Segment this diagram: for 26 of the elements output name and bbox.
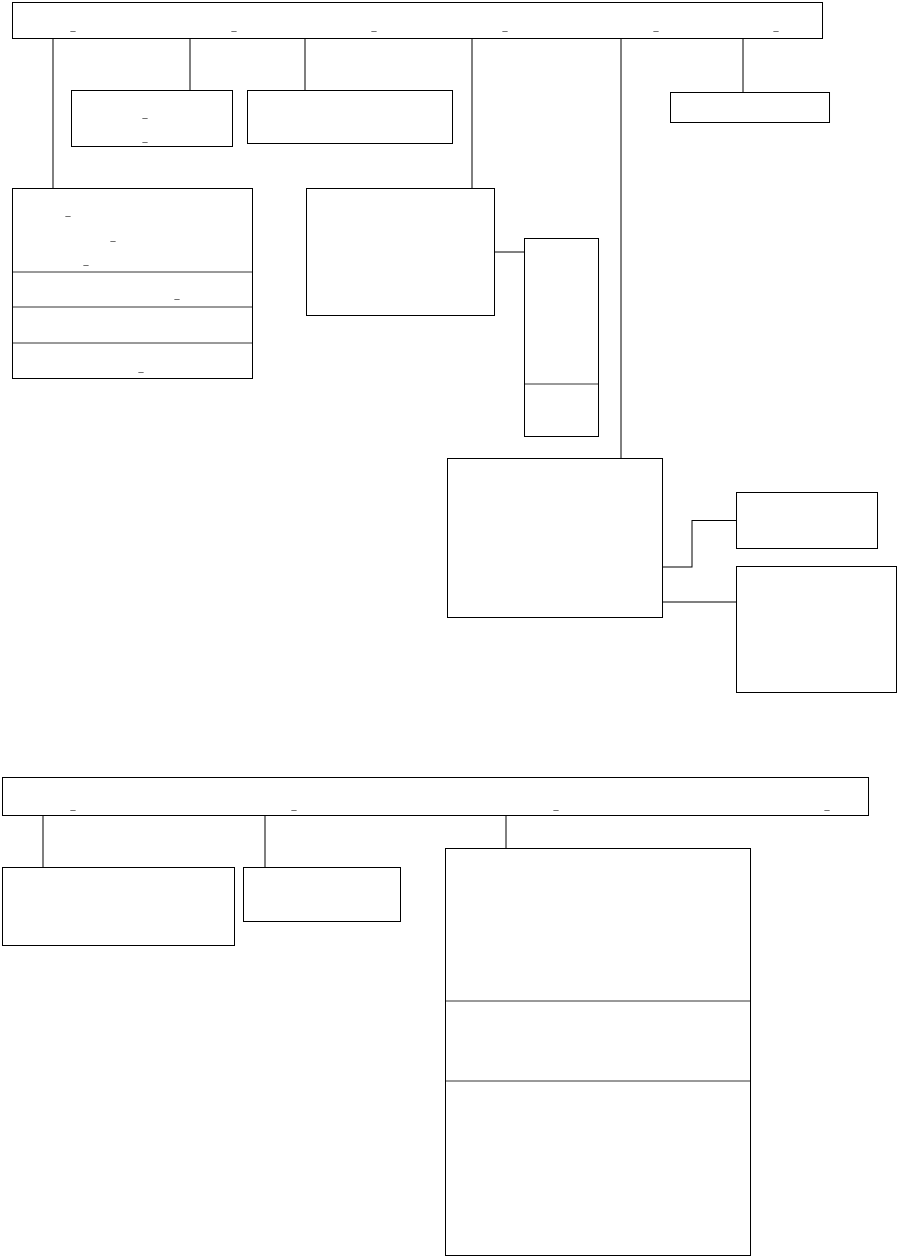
connector-line [52, 38, 54, 189]
connector-line [264, 815, 266, 868]
compartment-box [523, 238, 599, 437]
connector-line [304, 38, 306, 91]
connector-line [42, 815, 44, 868]
box [447, 458, 663, 618]
connector-line [189, 38, 191, 91]
connector-line [620, 38, 622, 459]
box [306, 188, 495, 316]
box [736, 566, 897, 693]
connector-line [494, 251, 525, 253]
connector-line [505, 815, 507, 849]
connector-line [662, 601, 737, 603]
header-bar: _ _ _ _ [2, 777, 869, 816]
box [736, 492, 878, 549]
header-bar: _ _ _ _ _ _ [12, 2, 823, 39]
compartment-box [444, 848, 751, 1256]
connector-line [662, 520, 737, 568]
box [670, 92, 830, 123]
connector-line [471, 38, 473, 189]
box: _ _ [71, 90, 233, 147]
connector-line [742, 38, 744, 93]
box [2, 867, 235, 946]
compartment-box: _ _ _ _ _ [11, 188, 253, 379]
box [247, 90, 453, 144]
box [243, 867, 401, 922]
